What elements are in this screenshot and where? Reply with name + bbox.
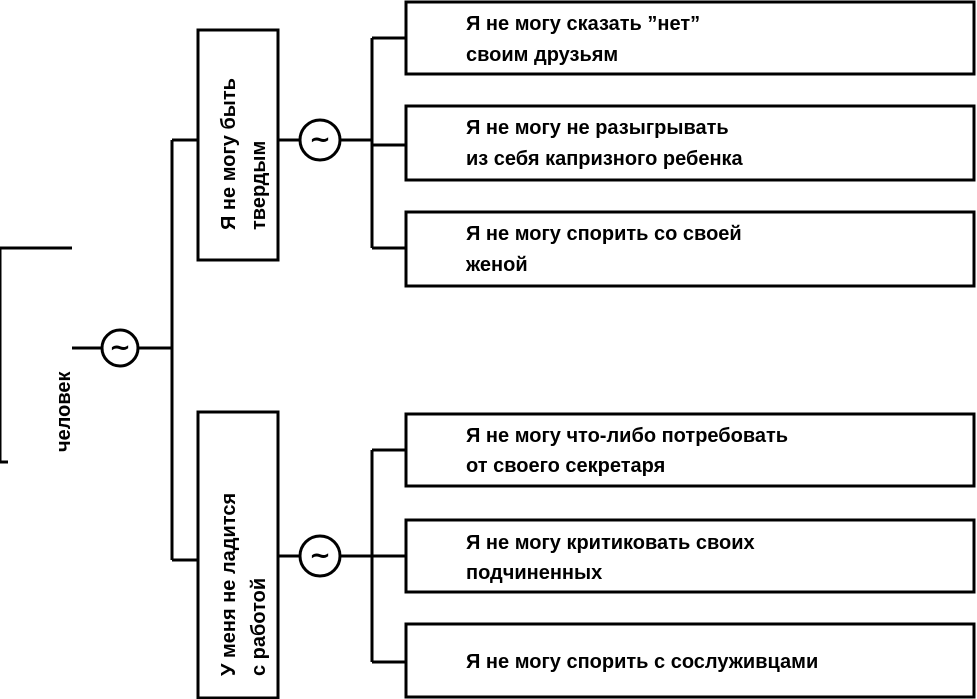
leaf-1-3: Я не могу спорить со своей женой	[404, 210, 976, 288]
leaf-2-3: Я не могу спорить с сослуживцами	[404, 622, 976, 699]
branch-1-box	[196, 28, 280, 262]
root-operator-symbol: ~	[109, 333, 131, 363]
leaf-2-1-line-2: от своего секретаря	[466, 455, 665, 477]
branch-2-label-line-2: с работой	[248, 578, 270, 676]
root-operator-node: ~	[100, 328, 140, 368]
leaf-1-2: Я не могу не разыгрывать из себя капризн…	[404, 104, 976, 182]
branch-1-operator-node: ~	[298, 118, 342, 162]
branch-1-label-line-1: Я не могу быть	[218, 78, 240, 230]
leaf-1-2-box	[404, 104, 976, 182]
leaf-1-1-line-2: своим друзьям	[466, 44, 618, 66]
leaf-1-2-line-2: из себя капризного ребенка	[466, 148, 744, 170]
leaf-1-1-box	[404, 0, 976, 76]
leaf-1-1-line-1: Я не могу сказать ”нет”	[466, 13, 700, 35]
leaf-1-2-line-1: Я не могу не разыгрывать	[466, 117, 729, 139]
branch-1-operator-symbol: ~	[309, 125, 331, 155]
root-label-line-2: человек	[53, 370, 75, 452]
leaf-2-1: Я не могу что-либо потребовать от своего…	[404, 412, 976, 488]
leaf-2-2: Я не могу критиковать своих подчиненных	[404, 518, 976, 594]
root-node: человек	[0, 246, 75, 464]
leaf-2-1-box	[404, 412, 976, 488]
leaf-2-1-line-1: Я не могу что-либо потребовать	[466, 425, 788, 447]
branch-2-operator-node: ~	[298, 534, 342, 578]
branch-2-box	[196, 410, 280, 699]
leaf-1-1: Я не могу сказать ”нет” своим друзьям	[404, 0, 976, 76]
leaf-2-3-line-1: Я не могу спорить с сослуживцами	[466, 651, 818, 673]
branch-2-node: У меня не ладится с работой	[196, 410, 280, 699]
leaf-1-3-line-1: Я не могу спорить со своей	[466, 223, 742, 245]
branch-2-label-line-1: У меня не ладится	[218, 493, 240, 676]
root-box-outline	[0, 246, 72, 462]
branch-2-operator-symbol: ~	[309, 541, 331, 571]
leaf-2-3-box	[404, 622, 976, 699]
leaf-1-3-line-2: женой	[465, 254, 528, 276]
leaf-2-2-box	[404, 518, 976, 594]
branch-1-label-line-2: твердым	[248, 141, 270, 230]
branch-1-node: Я не могу быть твердым	[196, 28, 280, 262]
leaf-2-2-line-2: подчиненных	[466, 562, 602, 584]
leaf-1-3-box	[404, 210, 976, 288]
leaf-2-2-line-1: Я не могу критиковать своих	[466, 532, 755, 554]
